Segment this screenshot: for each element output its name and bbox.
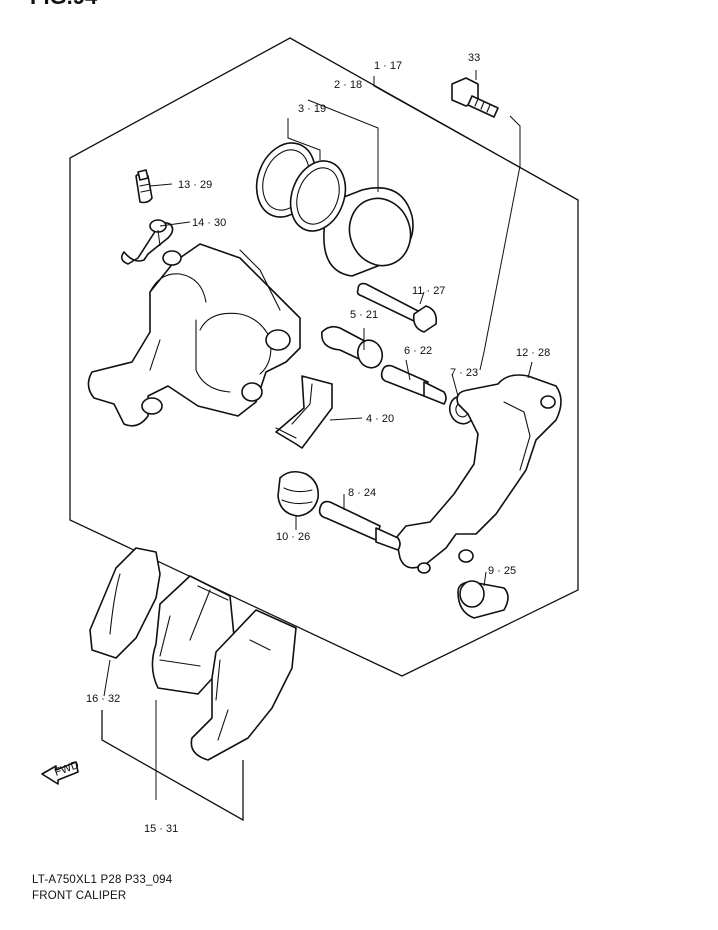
piston-part [323,187,414,277]
bolt-part [451,77,499,118]
pad-spring-part [275,375,333,449]
leader-lines [103,70,579,800]
diagram-caption: FRONT CALIPER [32,890,127,902]
label-pad-spring: 4 · 20 [366,413,394,425]
label-boot-sleeve: 5 · 21 [350,309,378,321]
label-bleeder-cap: 14 · 30 [192,217,226,229]
guide-pin-part [380,364,447,405]
pad-bracket-frame [101,710,244,822]
label-seal: 3 · 19 [298,103,326,115]
pad-shim-part [190,609,297,761]
label-slide-pin: 11 · 27 [412,285,445,297]
label-pin-boot: 10 · 26 [276,531,310,543]
forward-arrow-icon: FWD [41,759,81,785]
caliper-bracket-part [395,374,562,574]
label-washer: 7 · 23 [450,367,478,379]
sleeve-part [457,580,509,619]
label-brake-pad-inner: 15 · 31 [144,823,178,835]
label-sleeve: 9 · 25 [488,565,516,577]
brake-pad-outer-part [89,547,161,659]
figure-title: FIG.94 [30,0,98,9]
label-caliper-body: 1 · 17 [374,60,402,72]
slide-pin-part [356,282,438,333]
label-brake-pad-outer: 16 · 32 [86,693,120,705]
guide-pin-long-part [318,500,401,551]
seal-ring-part [255,142,347,232]
pin-boot-part [277,470,320,517]
model-code: LT-A750XL1 P28 P33_094 [32,874,173,886]
bleeder-screw-part [135,169,153,204]
boot-sleeve-part [321,325,384,369]
label-bleeder-screw: 13 · 29 [178,179,212,191]
label-caliper-bracket: 12 · 28 [516,347,550,359]
label-guide-pin: 6 · 22 [404,345,432,357]
caliper-body-part [87,243,301,427]
label-piston: 2 · 18 [334,79,362,91]
label-guide-pin-long: 8 · 24 [348,487,376,499]
label-bolt: 33 [468,52,480,64]
